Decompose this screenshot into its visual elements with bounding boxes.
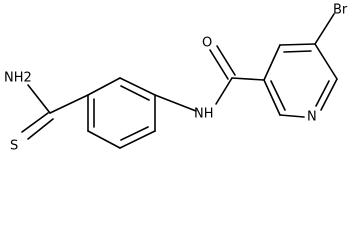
atom-label-n: N (307, 110, 317, 125)
double-bond-inner (270, 80, 286, 111)
thioamide-group (21, 84, 89, 140)
atom-label-nh: NH (194, 107, 214, 122)
atom-label-nh2: NH2 (4, 71, 32, 86)
bond (314, 43, 338, 80)
atom-label-br: Br (333, 3, 348, 18)
bond (87, 77, 121, 96)
molecule-canvas: Br O NH N NH2 S (4, 3, 348, 154)
bond (231, 77, 265, 81)
bond (279, 114, 305, 118)
bond (154, 94, 197, 112)
bond (49, 94, 89, 114)
pyridine-ring (263, 43, 338, 118)
amide-linkage (154, 45, 265, 112)
bond (119, 77, 156, 96)
bond (119, 130, 156, 149)
atom-label-o: O (202, 36, 212, 51)
bond (27, 84, 51, 114)
double-bond (216, 45, 236, 76)
bond (314, 13, 335, 45)
structure-diagram: Br O NH N NH2 S (4, 3, 348, 154)
benzene-ring (87, 77, 156, 149)
atom-label-s: S (10, 139, 18, 154)
double-bond (27, 118, 54, 140)
bond (320, 78, 338, 111)
bond (279, 43, 316, 46)
bond (87, 130, 121, 149)
double-bond-inner (315, 80, 330, 107)
bond (263, 79, 281, 116)
double-bond-inner (283, 50, 312, 53)
bond (263, 44, 281, 81)
bond (215, 77, 233, 105)
double-bond (21, 112, 49, 133)
double-bond (209, 49, 229, 80)
double-bond-inner (120, 126, 149, 141)
double-bond-inner (120, 85, 150, 101)
